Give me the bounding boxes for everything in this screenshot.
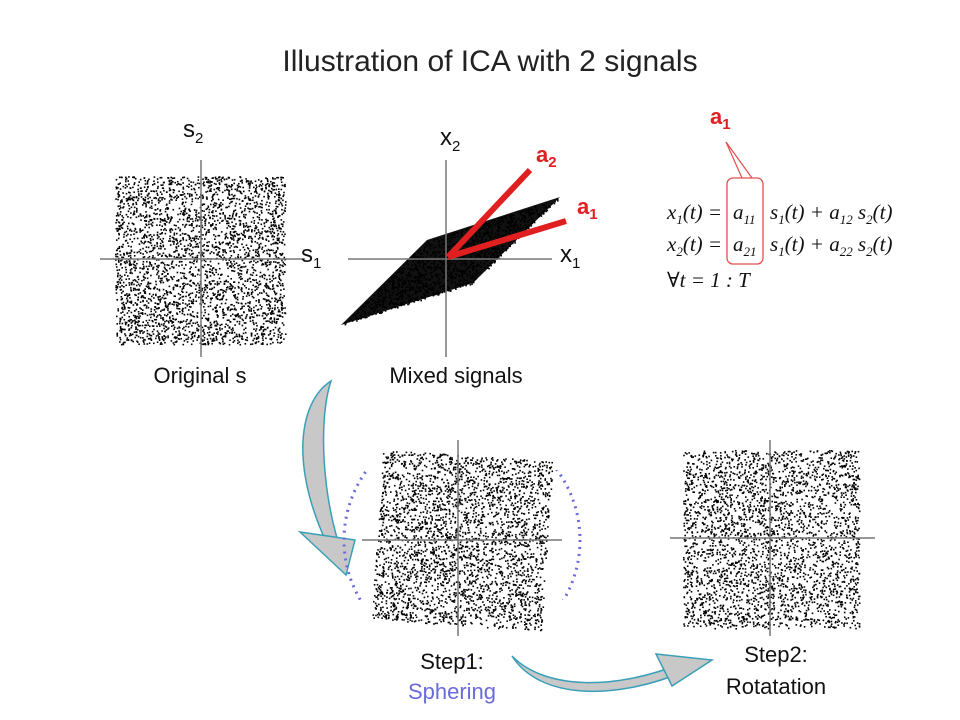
vector-a1 [447,218,567,260]
callout-pointer-right [725,141,753,179]
vector-a2 [445,167,533,260]
arrow-to-rotation-head [654,653,715,688]
sphering-dotted-circle [342,420,582,660]
step1-label-line2: Sphering [408,679,496,704]
step2-label-line1: Step2: [744,642,808,667]
callout-box [726,177,764,265]
step2-label-line2: Rotatation [726,674,826,699]
rotation-scatter: Step2: Rotatation [670,440,875,699]
original-scatter: s2 s1 Original s [100,116,321,388]
equation-line-1: x1(t) = a11 s1(t) + a12 s2(t) [666,200,892,229]
original-y-axis-label: s2 [183,116,203,147]
vector-a2-label: a2 [536,142,557,171]
original-caption: Original s [154,363,247,388]
callout-pointer-left [725,141,743,179]
arrow-to-sphering [302,379,345,559]
mixed-y-axis-label: x2 [440,124,460,155]
equation-line-2: x2(t) = a21 s1(t) + a22 s2(t) [666,232,892,261]
original-x-axis-label: s1 [301,241,321,272]
original-dots [115,176,287,346]
mixed-parallelogram [341,197,560,325]
page-title: Illustration of ICA with 2 signals [282,45,697,78]
mixed-x-axis-label: x1 [560,241,580,272]
vector-a1-label: a1 [577,194,598,223]
arrow-to-rotation [511,655,684,693]
sphering-scatter: Step1: Sphering [340,418,590,704]
mixing-equations: a1 x1(t) = a11 s1(t) + a12 s2(t) x2(t) =… [666,104,892,292]
sphering-dots [372,451,554,632]
rotation-dots [683,450,861,630]
callout-a1-label: a1 [710,104,731,133]
mixed-caption: Mixed signals [389,363,522,388]
step1-label-line1: Step1: [420,649,484,674]
arrow-to-sphering-head [297,530,356,577]
equation-line-3: ∀t = 1 : T [667,268,751,292]
mixed-scatter: x2 x1 a2 a1 Mixed signals [341,124,598,388]
